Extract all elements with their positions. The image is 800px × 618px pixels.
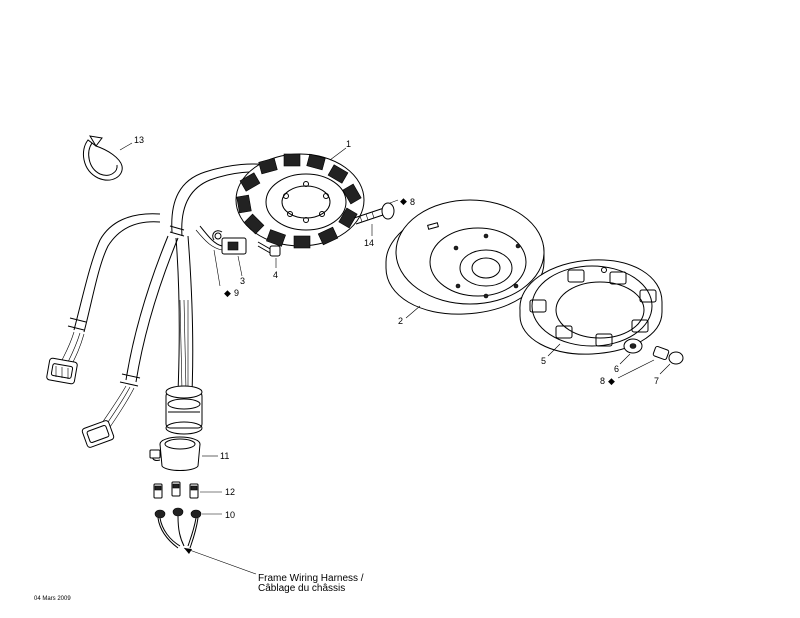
callout-2: 2 bbox=[398, 316, 403, 326]
callout-8-top: 8 bbox=[410, 197, 415, 207]
connector-left bbox=[46, 357, 78, 385]
leader-9 bbox=[213, 249, 221, 287]
leader-2 bbox=[405, 305, 421, 319]
part-3-sensor bbox=[212, 230, 247, 255]
callout-4: 4 bbox=[273, 270, 278, 280]
leader-1 bbox=[329, 147, 347, 161]
part-14-bolt bbox=[353, 202, 395, 225]
callout-3: 3 bbox=[240, 276, 245, 286]
leader-arrowhead bbox=[184, 548, 192, 554]
part-5-ring bbox=[519, 259, 663, 355]
leader-3 bbox=[237, 255, 243, 277]
callout-12: 12 bbox=[225, 487, 235, 497]
callout-1: 1 bbox=[346, 139, 351, 149]
leader-13 bbox=[119, 142, 133, 151]
callout-10: 10 bbox=[225, 510, 235, 520]
part-1-stator bbox=[235, 153, 365, 249]
part-6-washer bbox=[623, 338, 643, 354]
part-12-terminals bbox=[153, 481, 199, 499]
leader-frame-harness bbox=[183, 547, 257, 575]
wiring-harness bbox=[61, 163, 271, 431]
leader-5 bbox=[547, 343, 561, 357]
leader-6 bbox=[619, 353, 631, 365]
leader-8-top bbox=[389, 199, 399, 204]
part-11-housing bbox=[149, 436, 201, 471]
callout-13: 13 bbox=[134, 135, 144, 145]
part-4-screw bbox=[257, 241, 281, 257]
connector-lower-left bbox=[81, 420, 115, 448]
threadlocker-8b-icon: ◆ bbox=[608, 376, 615, 386]
cable-tie-part bbox=[82, 135, 123, 181]
callout-6: 6 bbox=[614, 364, 619, 374]
part-10-seals bbox=[154, 507, 202, 549]
caption-line-1: Frame Wiring Harness / bbox=[258, 573, 364, 584]
leader-7 bbox=[659, 363, 671, 375]
callout-11: 11 bbox=[220, 451, 229, 461]
caption-line-2: Câblage du châssis bbox=[258, 583, 345, 594]
threadlocker-9-icon: ◆ bbox=[224, 288, 231, 298]
part-7-screw bbox=[652, 345, 684, 365]
callout-9: 9 bbox=[234, 288, 239, 298]
callout-5: 5 bbox=[541, 356, 546, 366]
connector-housing bbox=[165, 385, 203, 435]
part-2-flywheel bbox=[385, 199, 545, 315]
callout-14: 14 bbox=[364, 238, 374, 248]
callout-7: 7 bbox=[654, 376, 659, 386]
footer-date: 04 Mars 2009 bbox=[34, 596, 71, 602]
threadlocker-8-icon: ◆ bbox=[400, 196, 407, 206]
callout-8-bottom: 8 bbox=[600, 376, 605, 386]
leader-8-bottom bbox=[617, 359, 655, 379]
